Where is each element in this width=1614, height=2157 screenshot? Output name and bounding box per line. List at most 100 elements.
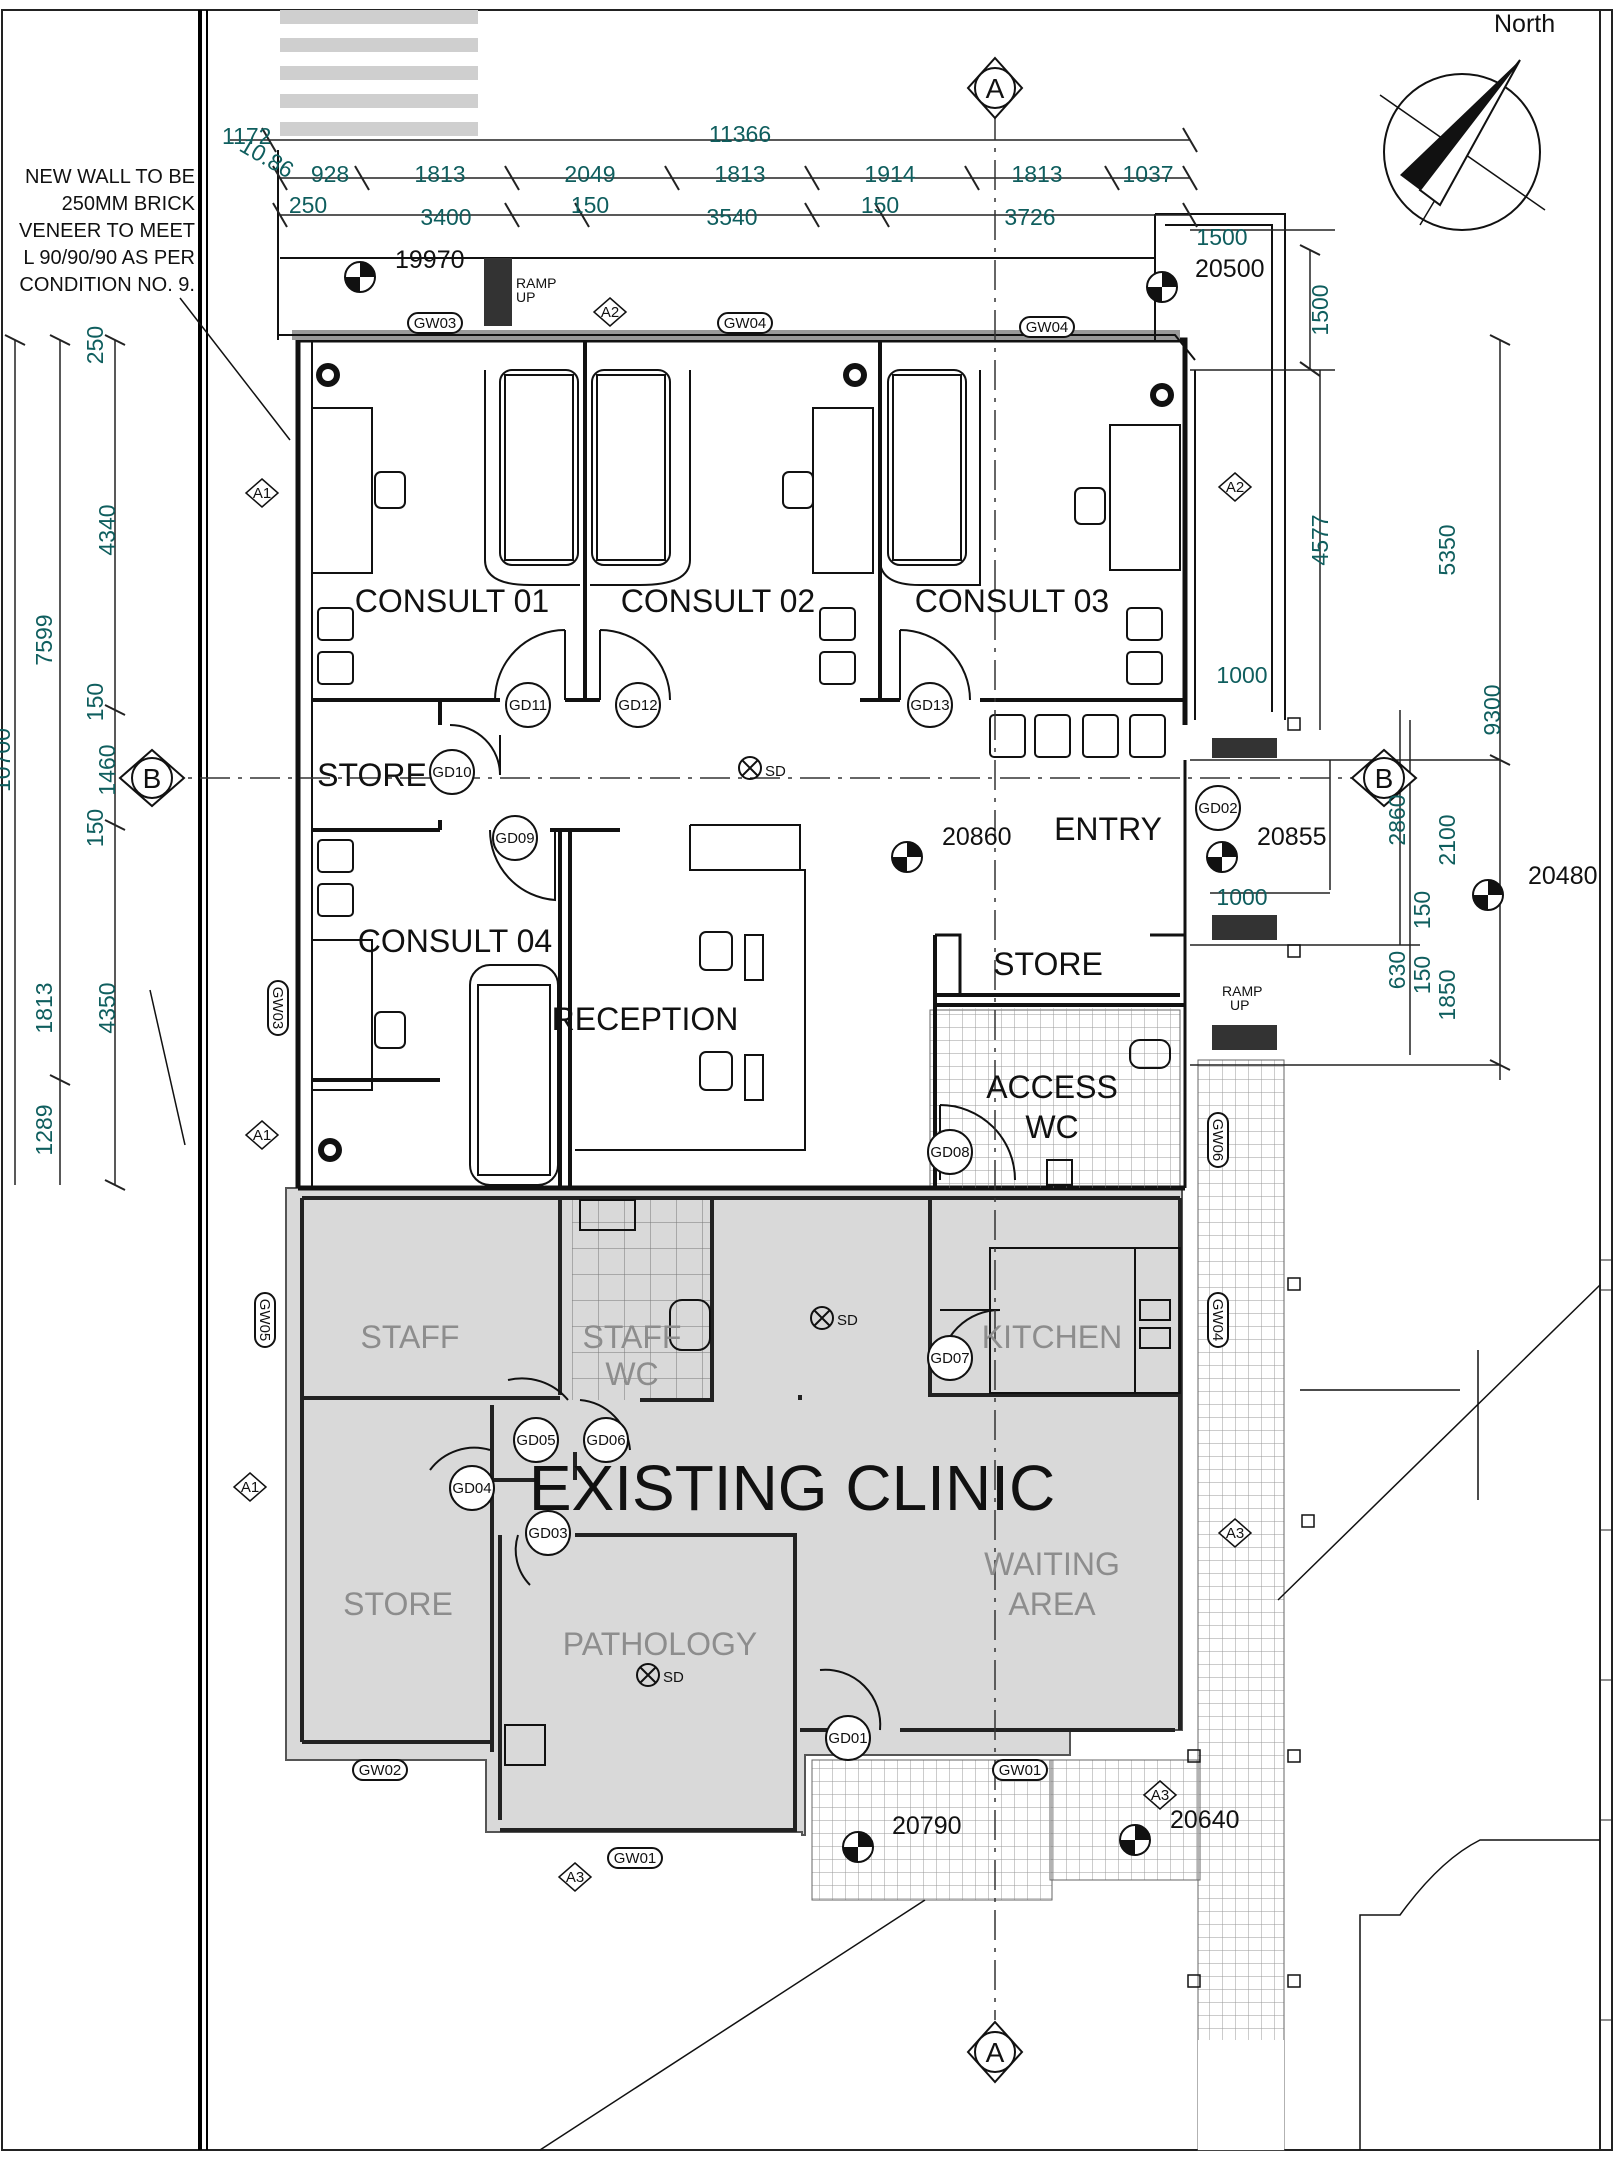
dim-r2-1037: 1037: [1122, 161, 1173, 187]
door-gd13: GD13: [910, 697, 949, 714]
section-marker-a-bottom: A: [966, 2020, 1024, 2084]
room-entry: ENTRY: [1054, 811, 1162, 847]
dim-right-630: 630: [1384, 951, 1410, 989]
room-reception: RECEPTION: [552, 1001, 739, 1037]
room-consult-01: CONSULT 01: [355, 583, 549, 619]
sd-label-1: SD: [765, 763, 786, 780]
door-gd02: GD02: [1198, 800, 1237, 817]
dim-left-1460: 1460: [94, 744, 120, 795]
elev-a3-2: A3: [1151, 1787, 1169, 1804]
elev-a1-3: A1: [241, 1479, 259, 1496]
level-19970: 19970: [395, 246, 465, 274]
dim-r3-150b: 150: [861, 192, 899, 218]
section-label-a-top: A: [986, 73, 1005, 104]
wall-note: NEW WALL TO BE 250MM BRICK VENEER TO MEE…: [19, 166, 291, 441]
door-tags: GD11 GD12 GD13 GD10 GD09 GD02 GD08 GD07 …: [429, 682, 1241, 1761]
sd-label-2: SD: [837, 1312, 858, 1329]
dim-top-1172: 1172: [222, 123, 271, 149]
door-gd12: GD12: [618, 697, 657, 714]
dim-left-150a: 150: [82, 683, 108, 721]
dim-r3-150a: 150: [571, 192, 609, 218]
window-gw01-bottom: GW01: [614, 1850, 657, 1867]
dim-r2-2049: 2049: [564, 161, 615, 187]
room-consult-04: CONSULT 04: [358, 923, 552, 959]
dim-right-1000a: 1000: [1216, 662, 1267, 688]
dim-r3-1500: 1500: [1196, 224, 1247, 250]
north-label: North: [1494, 10, 1555, 38]
dim-top-11366: 11366: [709, 121, 771, 147]
room-store-low: STORE: [343, 1586, 453, 1622]
room-access-wc-line2: WC: [1025, 1109, 1078, 1145]
sd-label-3: SD: [663, 1669, 684, 1686]
door-gd08: GD08: [930, 1144, 969, 1161]
section-label-a-bottom: A: [986, 2037, 1005, 2068]
dim-left-250: 250: [82, 326, 108, 364]
dim-right-150a: 150: [1409, 891, 1435, 929]
dim-r3-3540: 3540: [706, 204, 757, 230]
door-gd10: GD10: [432, 764, 471, 781]
dim-r3-3400: 3400: [420, 204, 471, 230]
window-gw04-top-2: GW04: [1026, 319, 1069, 336]
door-gd09: GD09: [495, 830, 534, 847]
smoke-detector-icons: [636, 756, 834, 1687]
dim-r2-1813c: 1813: [1011, 161, 1062, 187]
elev-a2-1: A2: [601, 304, 619, 321]
window-gw01-right: GW01: [999, 1762, 1042, 1779]
dim-left-4340: 4340: [94, 504, 120, 555]
elev-a3-1: A3: [1226, 1525, 1244, 1542]
note-line-1: NEW WALL TO BE: [25, 166, 195, 188]
dim-right-150b: 150: [1409, 956, 1435, 994]
dim-right-5350: 5350: [1434, 524, 1460, 575]
note-line-5: CONDITION NO. 9.: [19, 274, 195, 296]
room-staff-wc-line2: WC: [605, 1356, 658, 1392]
dim-right-1500: 1500: [1307, 284, 1333, 335]
level-20860: 20860: [942, 823, 1012, 851]
dim-r2-1813b: 1813: [714, 161, 765, 187]
dim-left-150b: 150: [82, 809, 108, 847]
room-waiting-line2: AREA: [1008, 1586, 1096, 1622]
door-gd01: GD01: [828, 1730, 867, 1747]
room-staff-wc-line1: STAFF: [583, 1319, 682, 1355]
window-gw04-top-1: GW04: [724, 315, 767, 332]
window-gw03-top: GW03: [414, 315, 457, 332]
door-gd07: GD07: [930, 1350, 969, 1367]
dim-right-1850: 1850: [1434, 969, 1460, 1020]
window-gw06: GW06: [1209, 1119, 1226, 1162]
window-gw05: GW05: [256, 1299, 273, 1342]
dim-left-4350: 4350: [94, 982, 120, 1033]
ramp-label-top: RAMP: [516, 275, 556, 291]
dim-left-7599: 7599: [31, 614, 57, 665]
level-20790: 20790: [892, 1812, 962, 1840]
level-20855: 20855: [1257, 823, 1327, 851]
room-store-mid: STORE: [993, 946, 1103, 982]
window-gw02: GW02: [359, 1762, 402, 1779]
dim-left-1813: 1813: [31, 982, 57, 1033]
section-marker-b-left: B: [118, 748, 186, 808]
dim-r2-1813a: 1813: [414, 161, 465, 187]
dim-right-2860: 2860: [1384, 794, 1410, 845]
section-label-b-right: B: [1375, 763, 1394, 794]
existing-clinic-label: EXISTING CLINIC: [529, 1452, 1055, 1524]
ramp-up-top: UP: [516, 289, 535, 305]
north-arrow: North: [1379, 10, 1555, 231]
section-marker-a-top: A: [966, 56, 1024, 120]
dim-r3-250: 250: [289, 192, 327, 218]
elevation-tags: A1 A2 A2 A1 A1 A3 A3 A3: [232, 297, 1253, 1892]
door-gd05: GD05: [516, 1432, 555, 1449]
dim-r2-928: 928: [311, 161, 349, 187]
room-store-top: STORE: [317, 757, 427, 793]
dim-right-1000b: 1000: [1216, 884, 1267, 910]
elev-a3-3: A3: [566, 1869, 584, 1886]
elev-a1-1: A1: [253, 485, 271, 502]
window-tags: GW03 GW04 GW04 GW03 GW06 GW05 GW04 GW02 …: [254, 312, 1229, 1869]
crossing-stripes: [280, 10, 478, 136]
note-line-3: VENEER TO MEET: [19, 220, 195, 242]
room-consult-03: CONSULT 03: [915, 583, 1109, 619]
section-label-b-left: B: [143, 763, 162, 794]
room-waiting-line1: WAITING: [984, 1546, 1120, 1582]
door-gd11: GD11: [509, 697, 547, 714]
room-consult-02: CONSULT 02: [621, 583, 815, 619]
room-staff: STAFF: [361, 1319, 460, 1355]
dim-right-2100: 2100: [1434, 814, 1460, 865]
